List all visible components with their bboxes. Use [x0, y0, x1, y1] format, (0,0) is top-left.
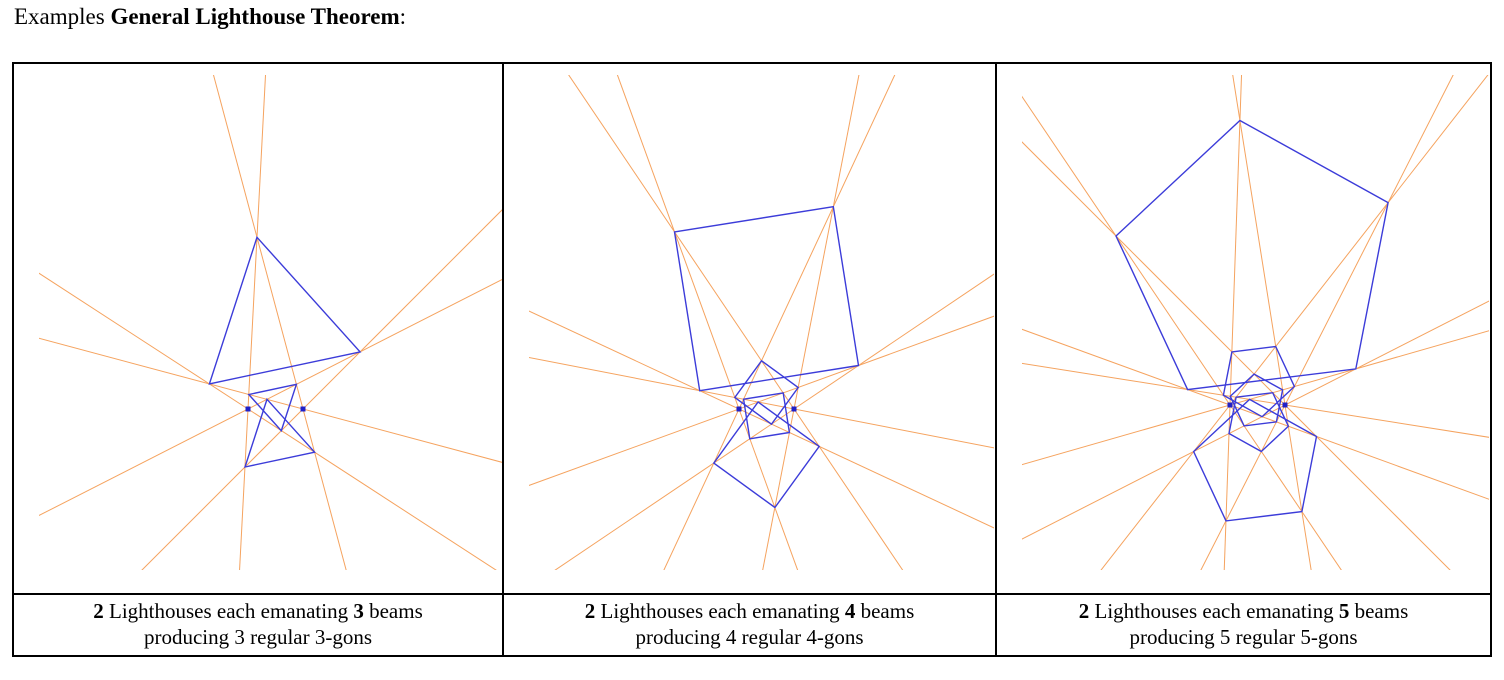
caption-line-2: producing 5 regular 5-gons [1129, 625, 1358, 649]
lighthouse-figure-3-beams [39, 75, 502, 570]
beam-line [1022, 362, 1489, 438]
beam-line [239, 75, 267, 570]
caption-mid-text: Lighthouses each emanating [103, 599, 354, 623]
beam-line [568, 75, 904, 570]
page-title: Examples General Lighthouse Theorem: [14, 4, 406, 30]
caption-line-2: producing 3 regular 3-gons [143, 625, 373, 649]
panel-caption-5-beams: 2 Lighthouses each emanating 5 beams pro… [997, 593, 1490, 655]
caption-beam-count: 4 [844, 599, 856, 623]
figure-area-5-beams [997, 64, 1490, 593]
lighthouse-dot [1282, 402, 1288, 408]
caption-line-1: 2 Lighthouses each emanating 5 beams [997, 598, 1490, 624]
regular-4-gon [742, 392, 791, 440]
caption-mid-text: Lighthouses each emanating [1089, 599, 1339, 623]
lighthouse-dot [736, 406, 742, 412]
beam-line [529, 356, 994, 449]
panel-caption-3-beams: 2 Lighthouses each emanating 3 beams pro… [14, 593, 502, 655]
caption-beam-count: 3 [353, 599, 364, 623]
beam-line [1232, 75, 1312, 570]
caption-line-2: producing 4 regular 4-gons [635, 625, 864, 649]
beam-line [663, 75, 896, 570]
caption-lighthouse-count: 2 [1078, 599, 1090, 623]
beam-line [616, 75, 799, 570]
caption-line-1: 2 Lighthouses each emanating 3 beams [14, 598, 502, 624]
regular-4-gon [673, 205, 860, 392]
panel-5-beams: 2 Lighthouses each emanating 5 beams pro… [997, 64, 1490, 655]
caption-tail-text: beams [1349, 599, 1409, 623]
lighthouse-figure-5-beams [1022, 75, 1489, 570]
panel-caption-4-beams: 2 Lighthouses each emanating 4 beams pro… [504, 593, 995, 655]
lighthouse-dot [300, 406, 306, 412]
beam-line [39, 272, 497, 570]
regular-5-gon [1228, 391, 1290, 453]
regular-3-gon [243, 397, 316, 468]
regular-5-gon [1192, 398, 1318, 522]
examples-table: 2 Lighthouses each emanating 3 beams pro… [12, 62, 1492, 657]
title-suffix: : [399, 4, 407, 29]
caption-tail-text: beams [363, 599, 423, 623]
regular-5-gon [1222, 345, 1296, 418]
regular-4-gon [712, 401, 821, 509]
panel-4-beams: 2 Lighthouses each emanating 4 beams pro… [504, 64, 997, 655]
regular-5-gon [1115, 119, 1389, 391]
beam-line [762, 75, 860, 570]
beam-line [212, 75, 347, 570]
title-prefix: Examples [14, 4, 111, 29]
lighthouse-dot [1227, 402, 1233, 408]
title-theorem-name: General Lighthouse Theorem [110, 4, 400, 29]
lighthouse-dot [245, 406, 251, 412]
panel-3-beams: 2 Lighthouses each emanating 3 beams pro… [14, 64, 504, 655]
beam-line [39, 279, 502, 517]
beam-line [39, 337, 502, 463]
figure-area-3-beams [14, 64, 502, 593]
beam-line [529, 310, 994, 529]
caption-tail-text: beams [855, 599, 915, 623]
caption-lighthouse-count: 2 [584, 599, 596, 623]
figure-area-4-beams [504, 64, 995, 593]
beam-line [141, 209, 502, 570]
regular-5-gon [1229, 373, 1284, 427]
caption-mid-text: Lighthouses each emanating [595, 599, 845, 623]
regular-4-gon [733, 359, 800, 426]
beam-line [529, 315, 994, 486]
caption-lighthouse-count: 2 [93, 599, 104, 623]
caption-line-1: 2 Lighthouses each emanating 4 beams [504, 598, 995, 624]
regular-3-gon [208, 235, 362, 385]
beam-line [554, 273, 994, 570]
lighthouse-figure-4-beams [529, 75, 994, 570]
lighthouse-dot [791, 406, 797, 412]
regular-3-gon [247, 383, 298, 433]
caption-beam-count: 5 [1338, 599, 1350, 623]
